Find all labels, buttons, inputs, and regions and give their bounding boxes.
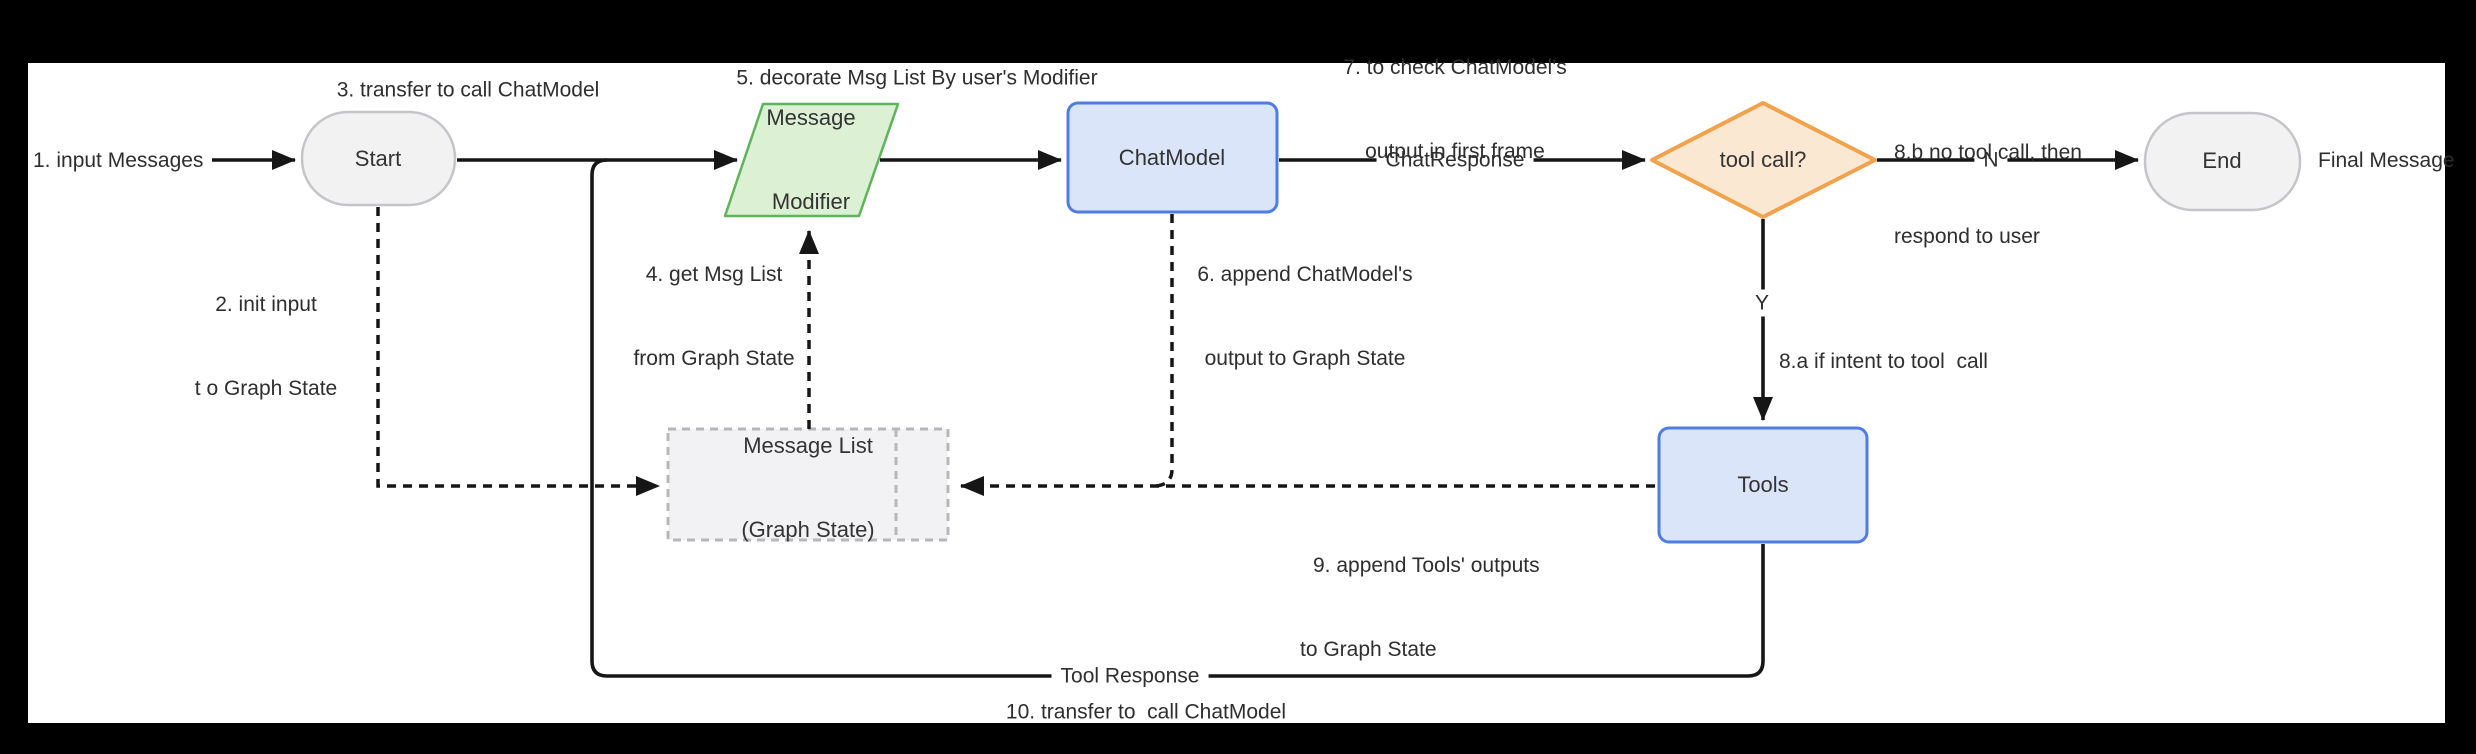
- chat-response-label: ChatResponse: [1376, 146, 1534, 174]
- step6-annotation: 6. append ChatModel's output to Graph St…: [1197, 263, 1413, 370]
- tool-call-diamond-label: tool call?: [1719, 147, 1807, 172]
- yes-branch-label: Y: [1745, 289, 1779, 317]
- step10-annotation: 10. transfer to call ChatModel: [1005, 700, 1287, 724]
- chatmodel-node-shape: [1066, 101, 1279, 214]
- final-message-label: Final Message: [2318, 149, 2455, 172]
- step9-annotation: 9. append Tools' outputs to Graph State: [1300, 554, 1540, 661]
- step5-annotation: 5. decorate Msg List By user's Modifier: [736, 66, 1098, 90]
- tools-node-label: Tools: [1737, 472, 1789, 497]
- end-node-shape: [2143, 111, 2302, 212]
- step8b-annotation: 8.b no tool call, then respond to user: [1894, 141, 2082, 248]
- end-node-label: End: [2202, 148, 2242, 173]
- input-messages-label: 1. input Messages: [33, 149, 204, 172]
- step3-annotation: 3. transfer to call ChatModel: [336, 78, 600, 102]
- edge-chatmodel-to-messagelist: [1152, 214, 1174, 488]
- tools-node-shape: [1657, 426, 1869, 544]
- no-branch-label: N: [1974, 146, 2008, 174]
- edge-start-to-messagelist: [376, 207, 660, 496]
- message-list-label: Message List (Graph State): [741, 433, 875, 542]
- step7-annotation: 7. to check ChatModel's output in first …: [1343, 56, 1567, 163]
- start-node-label: Start: [354, 146, 402, 171]
- step8a-annotation: 8.a if intent to tool call: [1779, 350, 1988, 373]
- tool-call-diamond-shape: [1650, 101, 1877, 219]
- tool-response-label: Tool Response: [1051, 662, 1209, 690]
- chatmodel-node-label: ChatModel: [1118, 145, 1226, 170]
- step4-annotation: 4. get Msg List from Graph State: [633, 263, 795, 370]
- step2-annotation: 2. init input t o Graph State: [194, 293, 338, 400]
- start-node-shape: [300, 110, 457, 207]
- message-modifier-label: Message Modifier: [766, 105, 856, 214]
- edge-tools-feedback-loop: [590, 158, 1765, 678]
- message-modifier-shape: [723, 102, 900, 218]
